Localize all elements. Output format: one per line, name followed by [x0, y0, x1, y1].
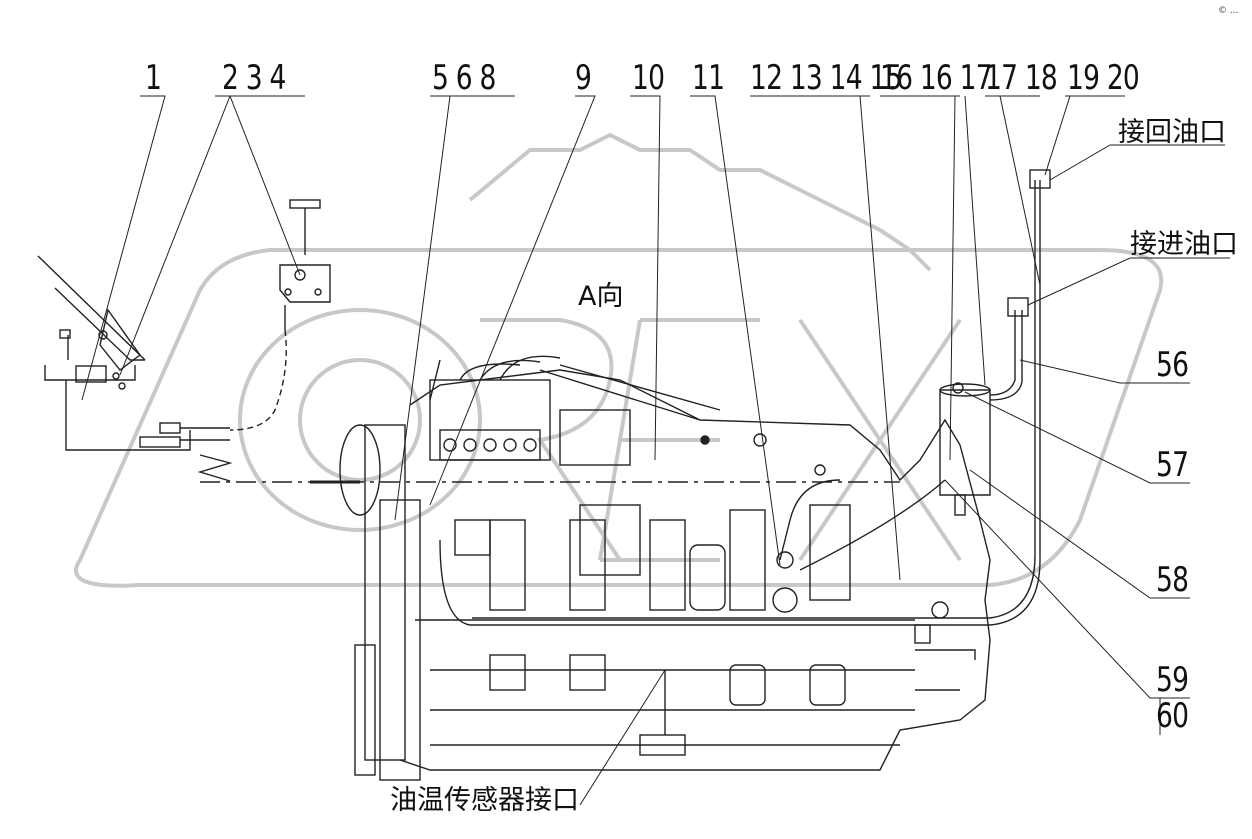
- callout-57: 57: [1156, 445, 1189, 485]
- corner-mark: © ...: [1218, 6, 1239, 16]
- engine-body: [200, 169, 1051, 781]
- callout-1: 1: [145, 58, 162, 98]
- label-inlet-oil-port: 接进油口: [1130, 229, 1238, 260]
- callout-2-3-4: 2 3 4: [222, 58, 286, 98]
- callout-11: 11: [692, 58, 725, 98]
- callout-59: 59: [1156, 660, 1189, 700]
- throttle-assembly: [37, 199, 331, 482]
- callout-19-20: 19 20: [1067, 58, 1140, 98]
- callout-leaders: [81, 95, 1125, 581]
- callout-60: 60: [1156, 696, 1189, 736]
- label-view-a: A向: [578, 281, 624, 312]
- callout-56: 56: [1156, 345, 1189, 385]
- callout-10: 10: [632, 58, 665, 98]
- label-return-oil-port: 接回油口: [1118, 117, 1226, 148]
- callout-17-18: 17 18: [985, 58, 1058, 98]
- callout-12-15: 12 13 14 15: [750, 58, 902, 98]
- right-leaders: [579, 144, 1230, 806]
- callout-9: 9: [575, 58, 592, 98]
- label-oil-temp-sensor-port: 油温传感器接口: [390, 785, 579, 816]
- watermark-logo: [74, 132, 1164, 588]
- callout-58: 58: [1156, 560, 1189, 600]
- callout-5-6-8: 5 6 8: [432, 58, 496, 98]
- callout-16-17: 16 16 17: [880, 58, 993, 98]
